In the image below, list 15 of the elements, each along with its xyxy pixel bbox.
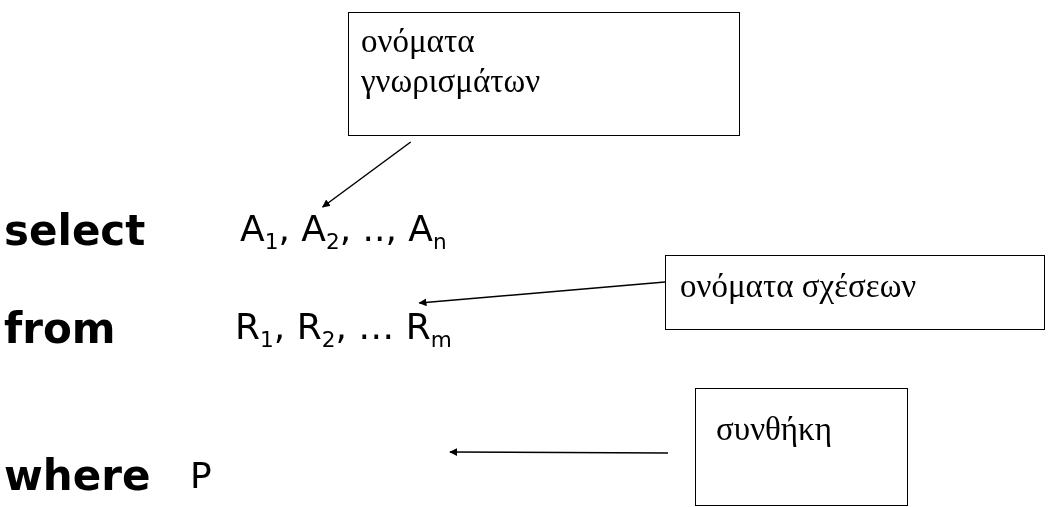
callout-box [348,12,740,136]
callout-text: ονόματα γνωρισμάτων [361,22,542,101]
code-text: R$_{1}$, R$_{2}$, … R$_{m}$ [235,303,452,365]
callout-text: ονόματα σχέσεων [680,267,918,306]
sql-keyword: where [4,452,151,500]
callout-text: συνθήκη [716,410,833,449]
leader-arrow [321,141,412,208]
code-text: A$_{1}$, A$_{2}$, .., A$_{n}$ [240,205,447,267]
sql-keyword: from [4,305,116,353]
sql-keyword: select [4,207,146,255]
callout-box [695,388,908,506]
code-text: P [190,452,212,500]
leader-arrow [449,448,669,457]
callout-box [665,255,1045,330]
leader-arrow [418,281,666,307]
